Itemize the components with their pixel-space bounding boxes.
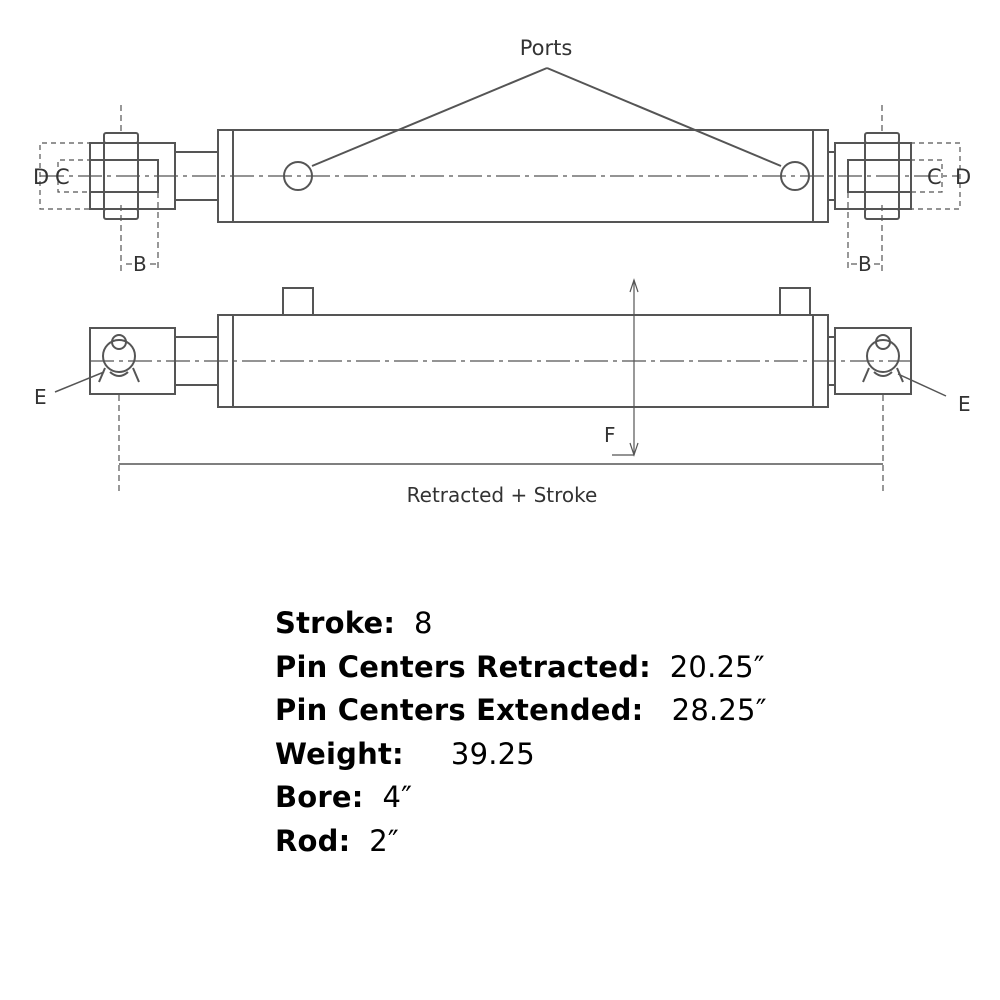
spec-value: 39.25 [450, 736, 535, 771]
spec-value: 4″ [382, 780, 413, 814]
spec-value: 20.25″ [669, 649, 765, 684]
b-label-left: B [133, 252, 147, 276]
e-label-left: E [34, 385, 47, 409]
side-port-left [282, 287, 314, 316]
spec-weight: Weight: 39.25 [275, 737, 975, 781]
spec-value: 28.25″ [671, 693, 767, 727]
ports-leader-left [311, 67, 548, 167]
length-label: Retracted + Stroke [407, 483, 598, 507]
ports-leader-right [546, 67, 782, 167]
spec-value: 8 [414, 606, 433, 640]
spec-key: Pin Centers Extended: [275, 693, 644, 727]
f-label: F [604, 423, 616, 447]
spec-pin-centers-retracted: Pin Centers Retracted: 20.25″ [275, 650, 975, 694]
spec-key: Weight: [275, 736, 404, 771]
ports-label: Ports [520, 36, 573, 60]
spec-key: Pin Centers Retracted: [275, 649, 651, 684]
e-label-right: E [958, 392, 971, 416]
d-label-right: D [955, 165, 971, 189]
c-label-left: C [55, 165, 70, 189]
spec-rod: Rod: 2″ [275, 824, 975, 868]
spec-key: Stroke: [275, 606, 396, 640]
spec-stroke: Stroke: 8 [275, 606, 975, 650]
c-label-right: C [927, 165, 942, 189]
spec-key: Bore: [275, 780, 364, 814]
spec-pin-centers-extended: Pin Centers Extended: 28.25″ [275, 693, 975, 737]
spec-key: Rod: [275, 823, 351, 858]
b-label-right: B [858, 252, 872, 276]
d-label-left: D [33, 165, 49, 189]
pin-left [98, 334, 140, 383]
spec-list: Stroke: 8 Pin Centers Retracted: 20.25″ … [275, 606, 975, 867]
side-port-right [779, 287, 811, 316]
cylinder-diagram: Ports D C C D B B E E F Retracted + Stro… [33, 36, 971, 507]
spec-value: 2″ [369, 823, 399, 858]
spec-bore: Bore: 4″ [275, 780, 975, 824]
